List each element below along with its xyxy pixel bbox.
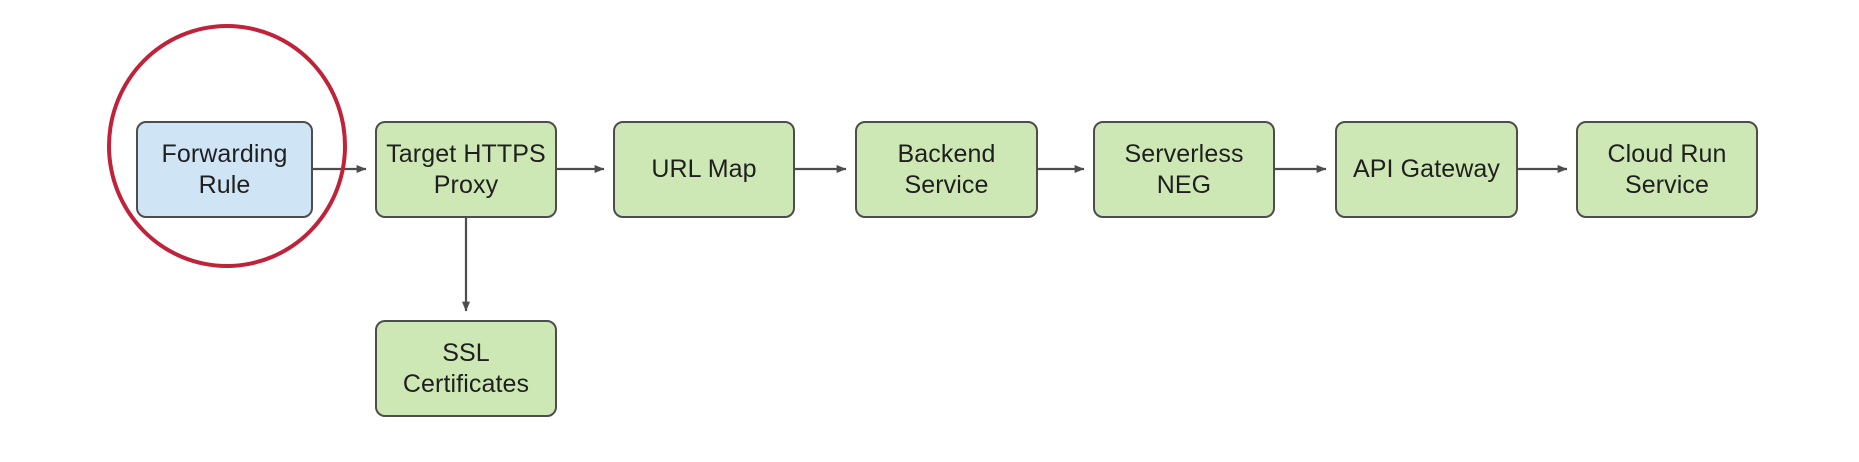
node-cloud-run-service[interactable]: Cloud Run Service (1576, 121, 1758, 218)
node-api-gateway[interactable]: API Gateway (1335, 121, 1518, 218)
node-label-ssl-certificates: SSL Certificates (402, 339, 530, 398)
node-label-url-map: URL Map (651, 155, 757, 184)
node-label-forwarding-rule: Forwarding Rule (161, 140, 288, 199)
node-ssl-certificates[interactable]: SSL Certificates (375, 320, 557, 417)
node-label-target-https-proxy: Target HTTPS Proxy (386, 140, 546, 199)
node-label-serverless-neg: Serverless NEG (1124, 140, 1244, 199)
node-backend-service[interactable]: Backend Service (855, 121, 1038, 218)
node-forwarding-rule[interactable]: Forwarding Rule (136, 121, 313, 218)
node-url-map[interactable]: URL Map (613, 121, 795, 218)
node-target-https-proxy[interactable]: Target HTTPS Proxy (375, 121, 557, 218)
node-label-api-gateway: API Gateway (1353, 155, 1500, 184)
node-label-cloud-run-service: Cloud Run Service (1607, 140, 1727, 199)
node-serverless-neg[interactable]: Serverless NEG (1093, 121, 1275, 218)
node-label-backend-service: Backend Service (897, 140, 996, 199)
